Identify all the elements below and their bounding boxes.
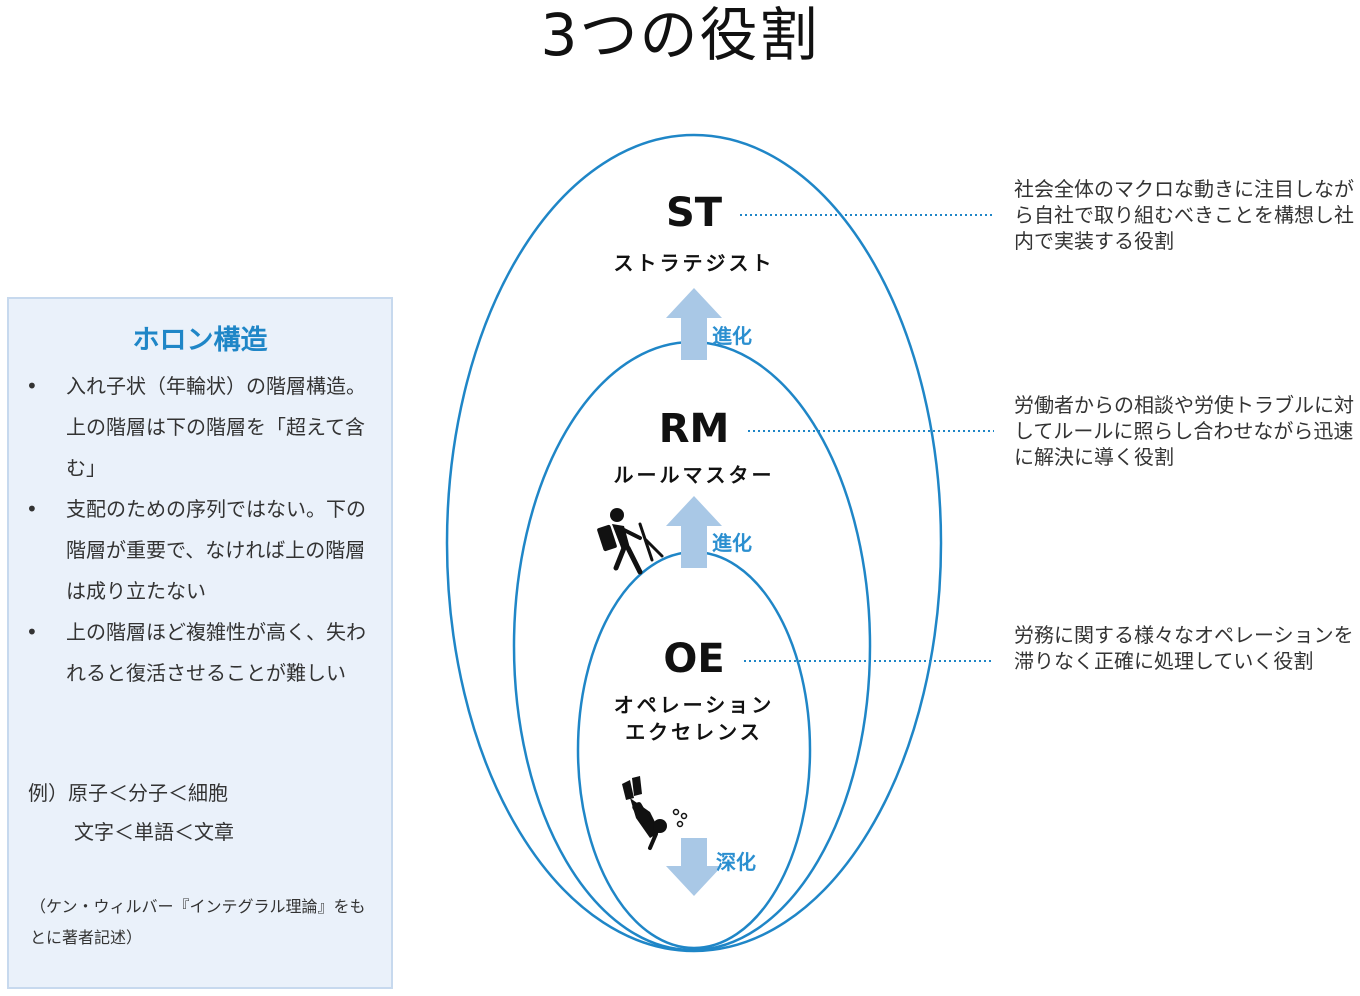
hiker-icon (597, 508, 664, 575)
role-code-rm: RM (658, 406, 730, 452)
example-line-2: 文字＜単語＜文章 (74, 820, 234, 844)
page-title: 3つの役割 (540, 1, 820, 69)
arrow-label-lower: 深化 (716, 850, 756, 874)
role-name-oe-line-1: オペレーション (613, 693, 775, 717)
role-name-oe-line-2: エクセレンス (625, 720, 763, 744)
holon-title: ホロン構造 (132, 325, 268, 356)
role-description-rm: 労働者からの相談や労使トラブルに対してルールに照らし合わせながら迅速に解決に導く… (1014, 393, 1354, 469)
role-code-st: ST (665, 190, 723, 236)
arrow-label-middle: 進化 (712, 531, 752, 555)
holon-example: 例）原子＜分子＜細胞 文字＜単語＜文章 (28, 774, 234, 852)
role-code-oe: OE (663, 636, 725, 682)
evolve-arrow-upper (666, 288, 722, 360)
evolve-arrow-middle (666, 496, 722, 568)
role-name-rm: ルールマスター (613, 463, 775, 487)
arrow-label-upper: 進化 (712, 324, 752, 348)
role-description-st: 社会全体のマクロな動きに注目しながら自社で取り組むべきことを構想し社内で実装する… (1014, 177, 1354, 253)
example-line-1: 例）原子＜分子＜細胞 (28, 781, 228, 805)
role-description-oe: 労務に関する様々なオペレーションを滞りなく正確に処理していく役割 (1014, 623, 1354, 673)
holon-citation: （ケン・ウィルバー『インテグラル理論』をもとに著者記述） (30, 897, 366, 947)
holon-bullet-list: 入れ子状（年輪状）の階層構造。上の階層は下の階層を「超えて含む」 支配のための序… (24, 366, 374, 694)
holon-bullet: 入れ子状（年輪状）の階層構造。上の階層は下の階層を「超えて含む」 (24, 366, 374, 489)
diver-icon (622, 776, 688, 850)
holon-bullet: 支配のための序列ではない。下の階層が重要で、なければ上の階層は成り立たない (24, 489, 374, 612)
role-name-st: ストラテジスト (613, 251, 775, 275)
deepen-arrow-lower (666, 838, 722, 896)
holon-bullet: 上の階層ほど複雑性が高く、失われると復活させることが難しい (24, 612, 374, 694)
